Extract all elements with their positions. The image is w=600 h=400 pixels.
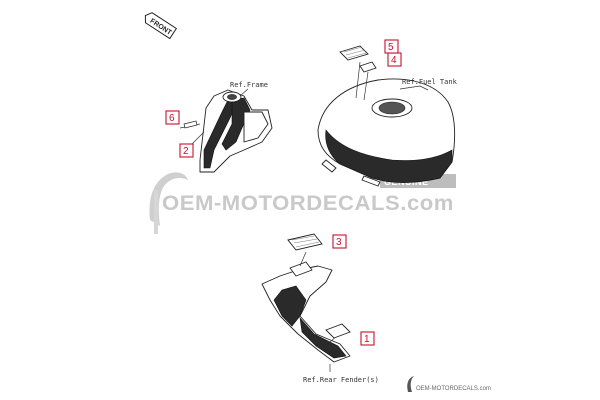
rear-fender-drawing	[261, 233, 351, 372]
callout-5: 5	[384, 39, 399, 54]
callout-1: 1	[360, 331, 375, 346]
fuel-tank-drawing	[317, 45, 456, 187]
decal-5-shape	[339, 45, 369, 61]
svg-text:6: 6	[169, 113, 175, 124]
frame-ref-label: Ref.Frame	[230, 81, 268, 89]
svg-text:1: 1	[364, 334, 370, 345]
callout-4: 4	[387, 52, 402, 67]
svg-text:5: 5	[388, 42, 394, 53]
front-direction-badge: FRONT	[144, 12, 178, 40]
svg-text:2: 2	[183, 146, 189, 157]
footer-logo-icon	[407, 376, 414, 392]
footer-watermark-text: OEM-MOTORDECALS.com	[416, 386, 491, 392]
decal-1-shape	[325, 323, 351, 339]
callout-6: 6	[165, 110, 180, 125]
frame-side-cover-drawing	[179, 89, 273, 173]
footer-watermark: OEM-MOTORDECALS.com	[407, 376, 491, 392]
decal-6-shape	[183, 120, 198, 129]
watermark-main-text: OEM-MOTORDECALS.com	[162, 192, 454, 215]
fuel-tank-ref-label: Ref.Fuel Tank	[402, 78, 458, 86]
decal-4-shape	[359, 61, 377, 73]
svg-text:3: 3	[336, 237, 342, 248]
callout-3: 3	[332, 234, 347, 249]
rear-fender-ref-label: Ref.Rear Fender(s)	[303, 376, 379, 384]
svg-text:4: 4	[391, 55, 397, 66]
decal-3-shape	[287, 233, 323, 251]
watermark-logo-icon	[149, 172, 188, 234]
callout-2: 2	[179, 143, 194, 158]
